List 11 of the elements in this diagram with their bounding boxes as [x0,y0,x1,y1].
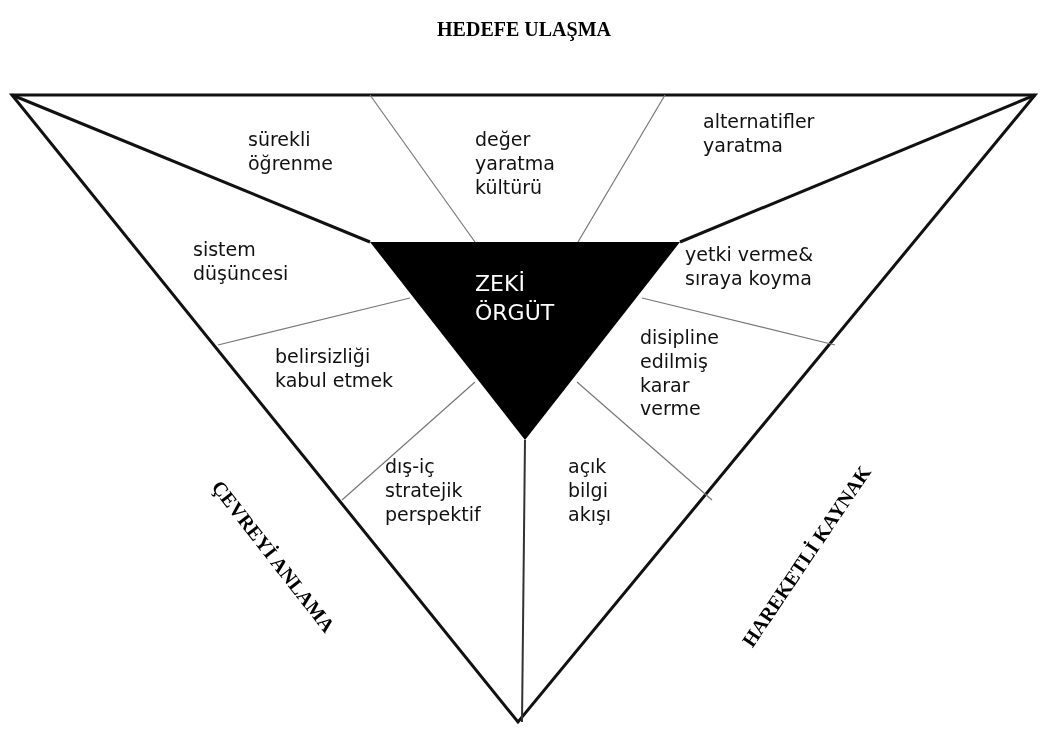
segment-label: yetki verme& sıraya koyma [685,243,815,291]
segment-label: dış-iç stratejik perspektif [385,455,482,527]
segment-label: alternatifler yaratma [703,110,816,158]
segment-label: açık bilgi akışı [568,455,613,527]
segment-label: belirsizliği kabul etmek [275,345,395,393]
segment-label: sürekli öğrenme [248,128,334,176]
segment-label: disipline edilmiş karar verme [640,326,720,421]
center-label: ZEKİ ÖRGÜT [475,270,556,327]
segment-label: değer yaratma kültürü [475,128,556,200]
segment-label: sistem düşüncesi [193,238,290,286]
title: HEDEFE ULAŞMA [436,18,612,41]
